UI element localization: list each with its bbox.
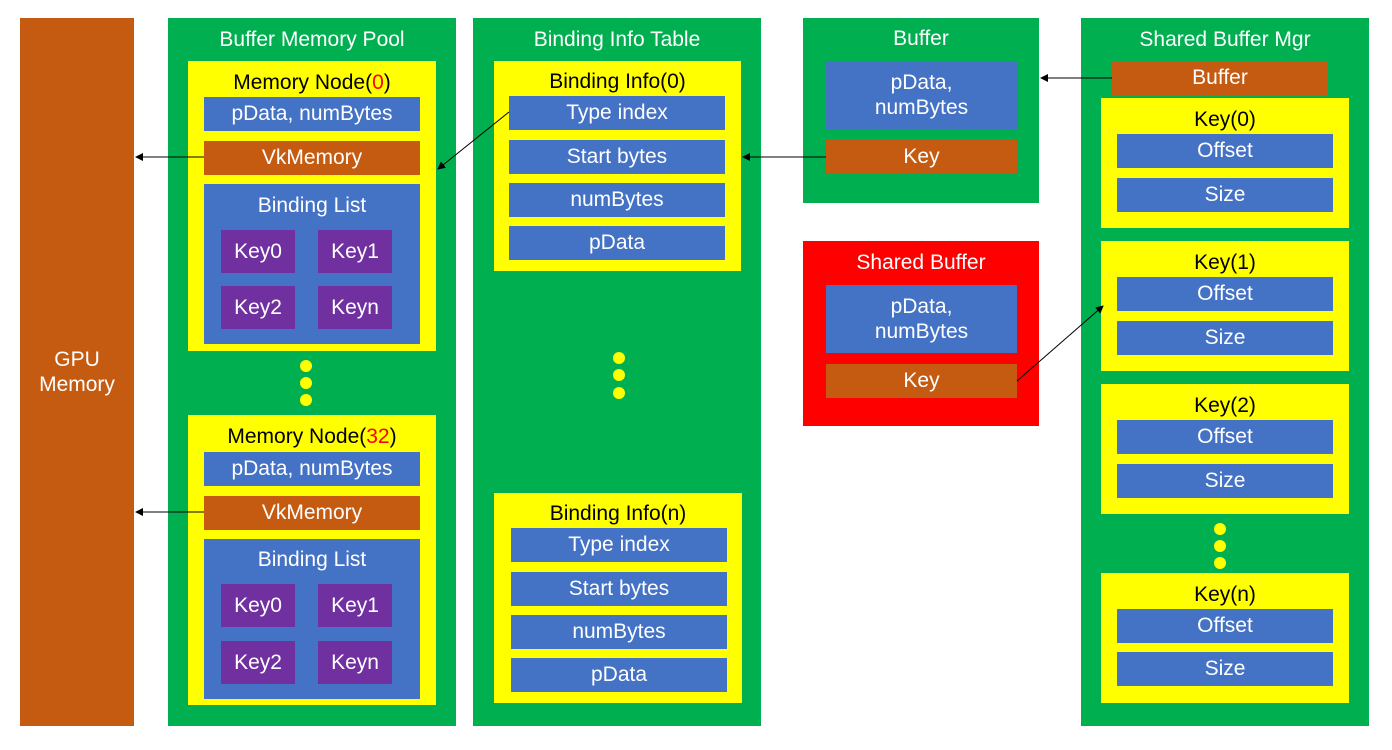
gpu-memory-block: GPU Memory (20, 18, 134, 726)
shared-buffer-key: Key (826, 364, 1017, 398)
memory-node-last-title: Memory Node(32) (188, 425, 436, 449)
buffer-key: Key (826, 140, 1017, 174)
ellipsis-dot (1214, 540, 1226, 552)
ellipsis-dot (1214, 557, 1226, 569)
mgr-key-title: Key(1) (1194, 251, 1256, 274)
binding-info-last-title: Binding Info(n) (549, 502, 687, 525)
shared-buffer-mgr-title: Shared Buffer Mgr (1139, 28, 1311, 51)
binding-list-title: Binding List (257, 548, 367, 571)
gpu-memory-label-line1: GPU (54, 347, 100, 371)
mgr-key-title: Key(n) (1194, 583, 1256, 606)
memory-node-pdata: pData, numBytes (204, 452, 420, 486)
binding-key: Key0 (221, 584, 295, 627)
memory-node-title-suffix: ) (389, 425, 397, 448)
memory-node-title-prefix: Memory Node( (233, 71, 373, 94)
memory-node-title-prefix: Memory Node( (227, 425, 367, 448)
binding-info-row: pData (511, 658, 727, 692)
binding-info-row: numBytes (511, 615, 727, 649)
binding-info-row: Type index (511, 528, 727, 562)
binding-info-row: Start bytes (511, 572, 727, 606)
gpu-memory-label-line2: Memory (39, 373, 115, 396)
mgr-key-size: Size (1117, 178, 1333, 212)
binding-key: Key1 (318, 584, 392, 627)
mgr-key-size: Size (1117, 652, 1333, 686)
ellipsis-dot (300, 377, 312, 389)
ellipsis-dot (1214, 523, 1226, 535)
mgr-key-size: Size (1117, 321, 1333, 355)
mgr-key-offset: Offset (1117, 420, 1333, 454)
mgr-key-offset: Offset (1117, 609, 1333, 643)
mgr-key-title: Key(2) (1194, 394, 1256, 417)
binding-key: Key0 (221, 230, 295, 273)
memory-node-index: 0 (372, 71, 384, 94)
shared-buffer-pdata-line1: pData, (890, 294, 953, 318)
arrow-shared-key-to-mgr-key (1016, 305, 1104, 382)
memory-node-pdata: pData, numBytes (204, 97, 420, 131)
mgr-key-offset: Offset (1117, 277, 1333, 311)
binding-info-row: Start bytes (509, 140, 725, 174)
ellipsis-dot (300, 360, 312, 372)
binding-key: Keyn (318, 286, 392, 329)
shared-buffer-pdata: pData, numBytes (826, 285, 1017, 353)
binding-info-row: numBytes (509, 183, 725, 217)
buffer-pdata-line2: numBytes (874, 96, 969, 119)
buffer-title: Buffer (893, 27, 949, 50)
binding-info-first-title: Binding Info(0) (549, 70, 686, 93)
buffer-pdata: pData, numBytes (826, 61, 1017, 129)
ellipsis-dot (613, 369, 625, 381)
binding-info-row: Type index (509, 96, 725, 130)
mgr-key-size: Size (1117, 464, 1333, 498)
shared-buffer-title: Shared Buffer (856, 251, 986, 274)
buffer-memory-pool-title: Buffer Memory Pool (219, 28, 405, 51)
binding-info-table-title: Binding Info Table (533, 28, 701, 51)
arrow-typeindex-to-vkmemory (437, 111, 510, 170)
ellipsis-dot (300, 394, 312, 406)
ellipsis-dot (613, 352, 625, 364)
binding-info-row: pData (509, 226, 725, 260)
buffer-pdata-line1: pData, (890, 70, 953, 94)
binding-list-title: Binding List (257, 194, 367, 217)
memory-node-title-suffix: ) (383, 71, 391, 94)
binding-key: Keyn (318, 641, 392, 684)
shared-buffer-pdata-line2: numBytes (874, 320, 969, 343)
mgr-key-title: Key(0) (1194, 108, 1256, 131)
binding-key: Key1 (318, 230, 392, 273)
binding-key: Key2 (221, 641, 295, 684)
memory-node-vkmemory: VkMemory (204, 496, 420, 530)
memory-node-index: 32 (366, 425, 390, 448)
mgr-key-offset: Offset (1117, 134, 1333, 168)
memory-node-first-title: Memory Node(0) (188, 71, 436, 95)
mgr-buffer: Buffer (1112, 61, 1328, 95)
ellipsis-dot (613, 387, 625, 399)
memory-node-vkmemory: VkMemory (204, 141, 420, 175)
binding-key: Key2 (221, 286, 295, 329)
